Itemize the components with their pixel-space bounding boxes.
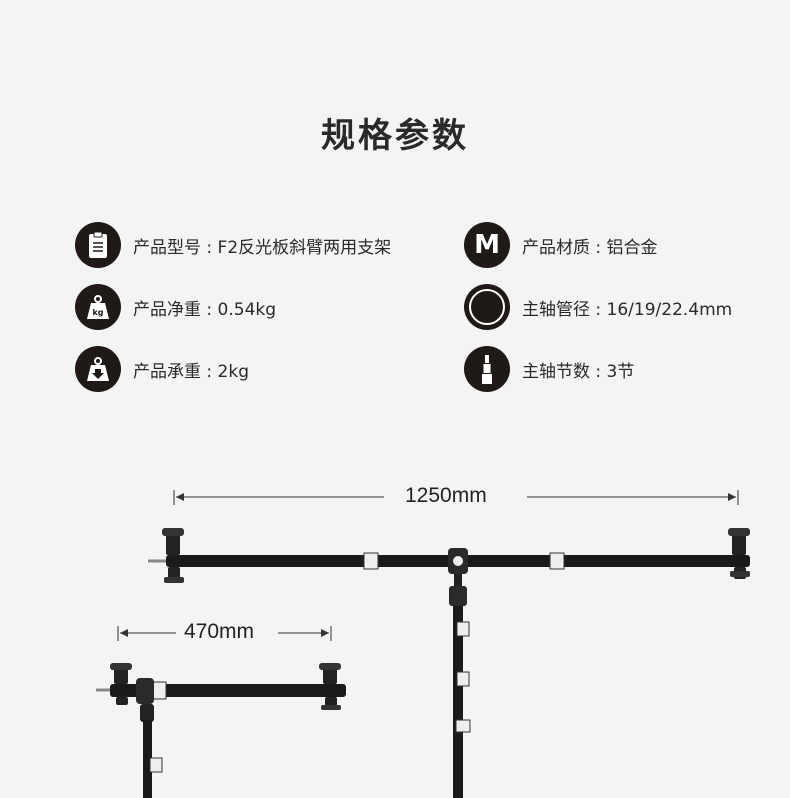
material-letter: M bbox=[474, 230, 500, 260]
load-weight-icon bbox=[75, 346, 121, 392]
long-arm-dimension-line bbox=[173, 490, 739, 505]
spec-material-text: 产品材质 : 铝合金 bbox=[522, 237, 658, 258]
short-boom-arm bbox=[96, 663, 346, 722]
page-title: 规格参数 bbox=[321, 116, 469, 156]
short-arm-length-label: 470mm bbox=[176, 620, 263, 644]
short-arm-dimension-line bbox=[117, 626, 332, 641]
spec-material: M 产品材质 : 铝合金 bbox=[464, 221, 658, 269]
sections-icon bbox=[464, 346, 510, 392]
letter-m-icon: M bbox=[464, 222, 510, 268]
spec-sections: 主轴节数 : 3节 bbox=[464, 345, 634, 393]
secondary-stand-pole bbox=[143, 720, 163, 798]
weight-unit-label: kg bbox=[92, 308, 103, 317]
spec-net-weight-text: 产品净重 : 0.54kg bbox=[133, 299, 277, 320]
spec-tube-diameter-text: 主轴管径 : 16/19/22.4mm bbox=[522, 299, 733, 320]
spec-model: 产品型号 : F2反光板斜臂两用支架 bbox=[75, 221, 391, 269]
kg-weight-icon: kg bbox=[75, 284, 121, 330]
long-arm-length-label: 1250mm bbox=[397, 484, 495, 508]
spec-sections-text: 主轴节数 : 3节 bbox=[522, 361, 635, 382]
clipboard-icon bbox=[75, 222, 121, 268]
spec-load-text: 产品承重 : 2kg bbox=[133, 361, 249, 382]
main-stand-pole bbox=[449, 586, 471, 798]
tube-ring-icon bbox=[464, 284, 510, 330]
spec-load: 产品承重 : 2kg bbox=[75, 345, 249, 393]
long-boom-arm bbox=[148, 528, 750, 588]
spec-model-text: 产品型号 : F2反光板斜臂两用支架 bbox=[133, 237, 392, 258]
spec-tube-diameter: 主轴管径 : 16/19/22.4mm bbox=[464, 283, 732, 331]
spec-net-weight: kg 产品净重 : 0.54kg bbox=[75, 283, 276, 331]
